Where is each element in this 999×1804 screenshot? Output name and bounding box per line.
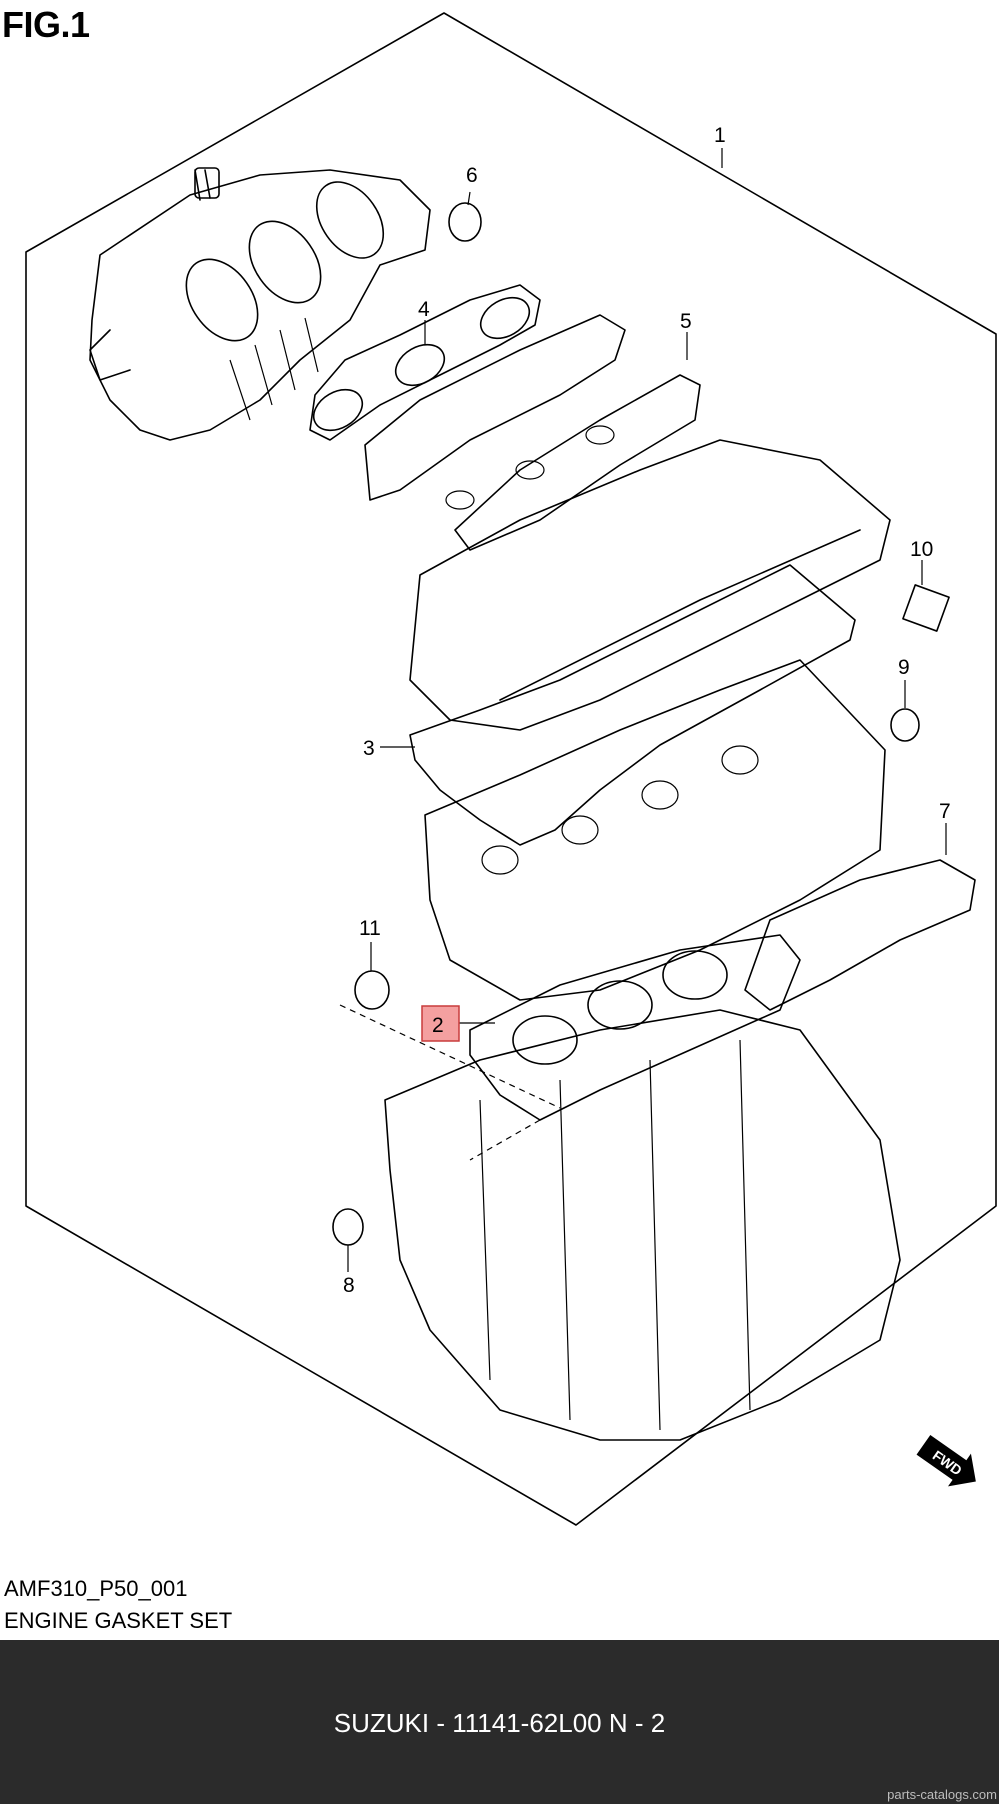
callout-3[interactable]: 3 — [363, 737, 375, 760]
exhaust-gasket-drawing — [364, 314, 701, 551]
exploded-parts-diagram: 1 2 3 4 5 6 7 8 9 10 11 FWD — [25, 12, 997, 1526]
leader-lines — [347, 148, 947, 1272]
watermark: parts-catalogs.com — [887, 1787, 997, 1802]
footer-bar: SUZUKI - 11141-62L00 N - 2 — [0, 1640, 999, 1804]
gasket-10-drawing — [902, 584, 950, 632]
figure-title: FIG.1 — [2, 4, 90, 45]
fwd-arrow-icon: FWD — [916, 1434, 976, 1487]
head-gasket-drawing — [469, 934, 801, 1121]
callout-2[interactable]: 2 — [432, 1014, 444, 1037]
callout-11[interactable]: 11 — [359, 917, 381, 940]
figure-name: ENGINE GASKET SET — [4, 1608, 233, 1633]
callout-8[interactable]: 8 — [343, 1274, 355, 1297]
exhaust-manifold-gasket-drawing — [744, 859, 976, 1011]
seal-6-drawing — [448, 202, 482, 242]
callout-9[interactable]: 9 — [898, 656, 910, 679]
intake-manifold-gasket-drawing — [309, 284, 541, 441]
o-ring-11-drawing — [354, 970, 390, 1010]
footer-part-number: SUZUKI - 11141-62L00 N - 2 — [333, 1708, 666, 1738]
cylinder-block-drawing — [384, 1009, 901, 1441]
callout-7[interactable]: 7 — [939, 800, 951, 823]
cylinder-head-cover-drawing — [409, 439, 891, 731]
callout-10[interactable]: 10 — [910, 538, 933, 561]
intake-manifold-drawing — [89, 167, 431, 441]
o-ring-8-drawing — [332, 1208, 364, 1246]
callout-1[interactable]: 1 — [714, 124, 726, 147]
callout-4[interactable]: 4 — [418, 298, 430, 321]
kit-boundary — [25, 12, 997, 1526]
callout-6[interactable]: 6 — [466, 164, 478, 187]
cylinder-head-drawing — [424, 659, 886, 1001]
callout-2-highlight — [421, 1005, 460, 1042]
figure-code: AMF310_P50_001 — [4, 1576, 188, 1601]
o-ring-9-drawing — [890, 708, 920, 742]
head-cover-gasket-drawing — [409, 564, 856, 846]
callout-5[interactable]: 5 — [680, 310, 692, 333]
